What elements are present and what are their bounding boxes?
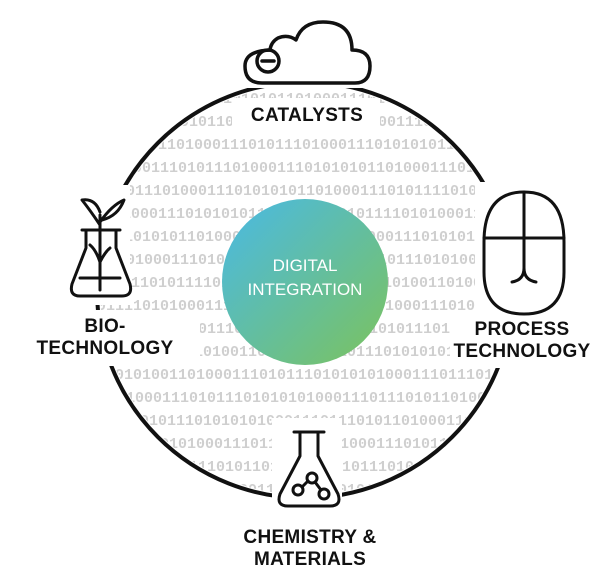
plant-beaker-icon (69, 198, 133, 298)
biotechnology-label-line2: TECHNOLOGY (36, 338, 174, 359)
chemistry-materials-label: CHEMISTRY & MATERIALS (205, 527, 415, 571)
digital-integration-circle (222, 199, 388, 365)
catalysts-label: CATALYSTS (222, 105, 392, 127)
process-technology-label-line1: PROCESS (474, 319, 570, 340)
center-label: DIGITAL INTEGRATION (222, 254, 388, 302)
chemistry-materials-label-line2: MATERIALS (253, 549, 367, 570)
process-technology-label-line2: TECHNOLOGY (453, 341, 591, 362)
binary-row: 1101000111010111010001110101010110100011… (88, 160, 520, 177)
center-label-line2: INTEGRATION (247, 280, 363, 299)
binary-row: 1101010110100011101011101000111010101011… (95, 137, 527, 154)
mouse-icon (482, 190, 566, 316)
binary-row: 0011010001110101110101010100011101110101… (81, 390, 513, 407)
center-label-line1: DIGITAL (272, 256, 338, 275)
binary-row: 1110101001101000111010111010101010001110… (88, 367, 520, 384)
biotechnology-label-line1: BIO- (84, 316, 126, 337)
binary-row: 1110101110100011101010101101000111010111… (81, 183, 513, 200)
catalysts-label-line1: CATALYSTS (250, 105, 364, 126)
flask-molecule-icon (277, 430, 341, 508)
cloud-icon (243, 20, 372, 85)
process-technology-label: PROCESS TECHNOLOGY (440, 319, 604, 363)
biotechnology-label: BIO- TECHNOLOGY (0, 316, 210, 360)
chemistry-materials-label-line1: CHEMISTRY & (243, 527, 377, 548)
